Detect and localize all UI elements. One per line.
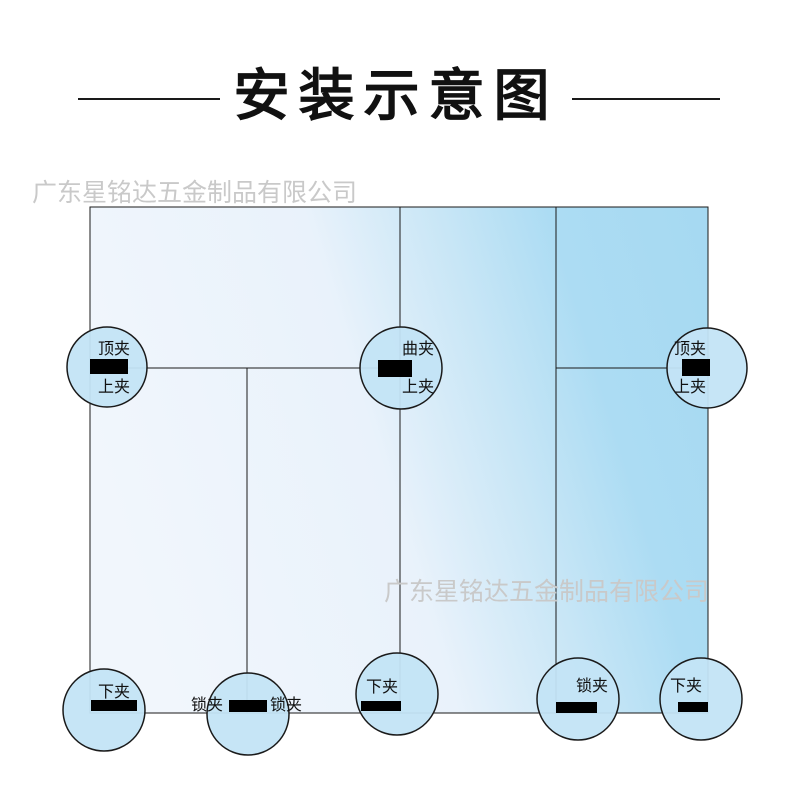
diagram-title: 安装示意图 (233, 64, 559, 129)
watermark-top: 广东星铭达五金制品有限公司 (32, 178, 358, 207)
label-upper-clip-center: 上夹 (402, 377, 435, 396)
clip-bar-bottom-right-lock (556, 702, 597, 713)
label-top-clip-left: 顶夹 (98, 339, 131, 358)
clip-bar-top-center (378, 360, 412, 377)
label-upper-clip-right: 上夹 (674, 377, 707, 396)
title-left-rule (78, 98, 220, 100)
clip-bar-bottom-right (678, 702, 708, 712)
label-top-clip-right: 顶夹 (674, 339, 707, 358)
label-lower-clip-right: 下夹 (670, 676, 703, 695)
clip-circle-bottom-door (206, 672, 290, 756)
clip-bar-bottom-left (91, 700, 137, 711)
label-lock-clip-door-left: 锁夹 (191, 695, 224, 714)
glass-panel-area (89, 206, 709, 714)
clip-circle-bottom-right-lock (536, 657, 620, 741)
title-row: 安装示意图 (0, 62, 800, 132)
label-lock-clip-right: 锁夹 (576, 676, 609, 695)
clip-circle-bottom-center (355, 652, 439, 736)
title-right-rule (572, 98, 720, 100)
clip-bar-bottom-door (229, 700, 267, 712)
label-curved-clip: 曲夹 (402, 339, 435, 358)
clip-bar-top-right (682, 359, 710, 376)
label-lock-clip-door-right: 锁夹 (270, 695, 303, 714)
clip-circle-bottom-right (659, 657, 743, 741)
label-upper-clip-left: 上夹 (98, 377, 131, 396)
clip-bar-top-left (90, 359, 128, 374)
label-lower-clip-left: 下夹 (98, 682, 131, 701)
watermark-bottom: 广东星铭达五金制品有限公司 (384, 577, 710, 606)
label-lower-clip-center: 下夹 (366, 677, 399, 696)
clip-bar-bottom-center (361, 701, 401, 711)
